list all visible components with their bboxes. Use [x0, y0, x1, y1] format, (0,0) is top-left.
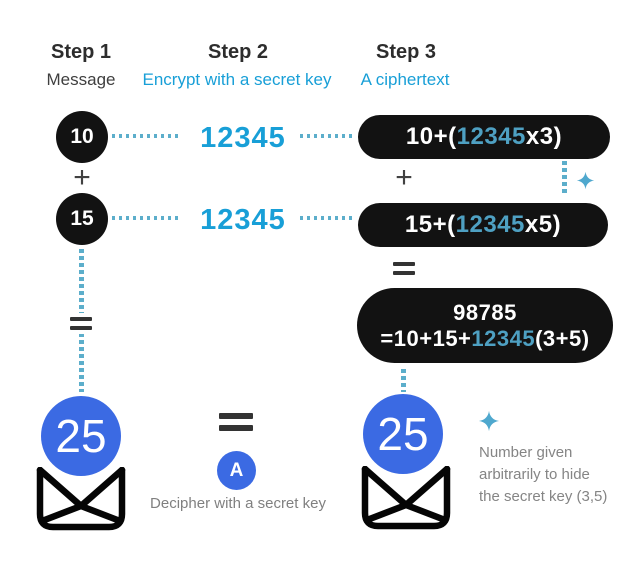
message-value: 15: [70, 207, 94, 230]
cipher-key: 12345: [455, 211, 525, 238]
key-note-line: arbitrarily to hide: [479, 466, 590, 483]
formula-suffix: (3+5): [535, 325, 590, 351]
step3-subtitle: A ciphertext: [360, 70, 450, 89]
formula-key: 12345: [471, 325, 536, 351]
key-badge-letter: A: [229, 459, 244, 481]
equals-icon: [388, 258, 420, 279]
decrypted-sum-circle-left: 25: [41, 396, 121, 476]
secret-key-value: 12345: [200, 204, 286, 236]
key-note-line: Number given: [479, 444, 573, 461]
step1-subtitle: Message: [46, 70, 116, 89]
cipher-prefix: 10+(: [405, 123, 457, 150]
plus-sign-left: +: [73, 161, 91, 194]
dotted-connector: [300, 134, 353, 138]
step3-title: Step 3: [375, 41, 437, 63]
dotted-connector: [112, 216, 180, 220]
equals-icon: [219, 413, 253, 431]
decrypted-sum-circle-right: 25: [363, 394, 443, 474]
cipher-suffix: x3): [525, 123, 563, 150]
dotted-connector: [112, 134, 180, 138]
sparkle-icon: [576, 171, 595, 190]
secret-key-value: 12345: [200, 122, 286, 154]
result-formula: =10+15+12345(3+5): [380, 326, 589, 352]
step2-title: Step 2: [207, 41, 269, 63]
key-note-line: the secret key (3,5): [479, 488, 608, 505]
step2-subtitle: Encrypt with a secret key: [142, 70, 332, 89]
dotted-connector-vertical: [562, 161, 567, 196]
message-circle-15: 15: [56, 193, 108, 245]
sum-value: 25: [377, 408, 429, 460]
formula-prefix: =10+15+: [380, 325, 472, 351]
secret-key-badge: A: [217, 451, 256, 490]
result-ciphertext-pill: 98785 =10+15+12345(3+5): [357, 288, 613, 363]
cipher-prefix: 15+(: [404, 211, 456, 238]
decipher-caption: Decipher with a secret key: [150, 495, 326, 512]
envelope-icon: [36, 467, 126, 531]
result-value: 98785: [453, 299, 517, 325]
dotted-connector-vertical: [401, 369, 406, 392]
dotted-connector: [300, 216, 353, 220]
envelope-icon: [361, 466, 451, 530]
sum-value: 25: [55, 410, 107, 462]
step1-title: Step 1: [50, 41, 112, 63]
cipher-suffix: x5): [524, 211, 562, 238]
message-circle-10: 10: [56, 111, 108, 163]
cipher-key: 12345: [456, 123, 526, 150]
plus-sign-right: +: [395, 161, 413, 194]
message-value: 10: [70, 125, 94, 148]
sparkle-icon: [478, 410, 500, 432]
equals-icon: [65, 313, 97, 334]
